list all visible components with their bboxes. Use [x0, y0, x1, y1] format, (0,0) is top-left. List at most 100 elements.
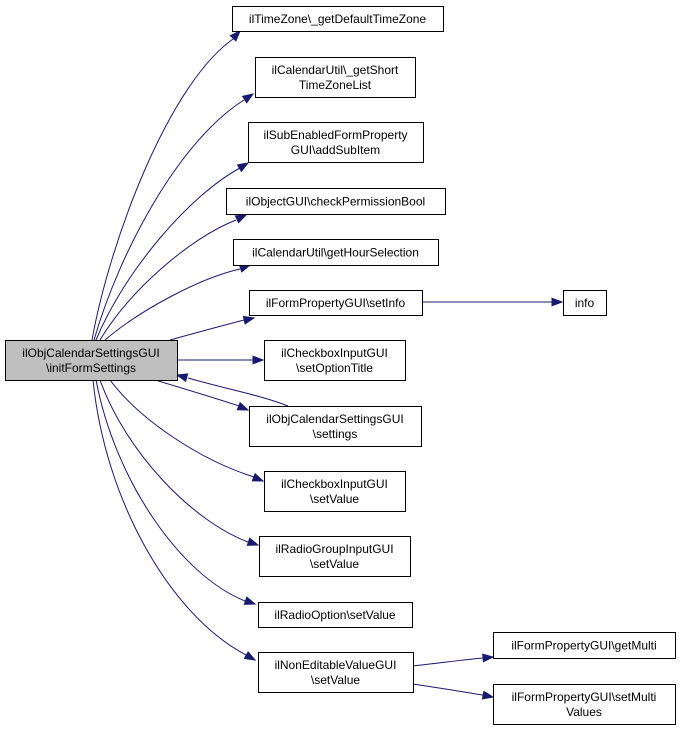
edge-setinfo-to-info — [422, 297, 564, 307]
node-label-line: GUI\addSubItem — [291, 143, 380, 157]
edge-root-to-addsub — [95, 162, 250, 341]
edge-arrowhead — [229, 29, 241, 42]
node-box — [563, 290, 607, 316]
node-radiogrp[interactable]: ilRadioGroupInputGUI\setValue — [259, 536, 411, 577]
edge-root-to-radiogrp — [99, 379, 260, 546]
node-label-line: ilObjCalendarSettingsGUI — [266, 412, 403, 426]
edge-arrowhead — [252, 355, 265, 365]
node-label-line: ilCalendarUtil\getHourSelection — [252, 246, 419, 260]
node-box — [264, 471, 406, 512]
edge-root-to-cbval — [109, 379, 265, 482]
node-label-line: ilCalendarUtil\_getShort — [272, 63, 399, 77]
node-cbval[interactable]: ilCheckboxInputGUI\setValue — [264, 471, 406, 512]
edge-line — [412, 657, 484, 667]
node-perm[interactable]: ilObjectGUI\checkPermissionBool — [226, 188, 446, 215]
node-box — [255, 57, 416, 98]
edge-root-to-shorttz — [93, 93, 255, 341]
edge-line — [93, 99, 245, 341]
node-setinfo[interactable]: ilFormPropertyGUI\setInfo — [249, 290, 423, 316]
edge-arrowhead — [236, 162, 250, 173]
edge-root-to-tz — [91, 29, 241, 341]
node-label-line: \setValue — [310, 557, 359, 571]
node-box — [258, 652, 414, 693]
node-settings[interactable]: ilObjCalendarSettingsGUI\settings — [249, 406, 422, 447]
node-label-line: Values — [566, 705, 602, 719]
node-box — [249, 406, 422, 447]
edge-arrowhead — [551, 297, 564, 307]
node-label-line: ilObjCalendarSettingsGUI — [22, 346, 159, 360]
edge-arrowhead — [236, 401, 250, 411]
node-box — [233, 239, 439, 266]
nodes-layer: ilObjCalendarSettingsGUI\initFormSetting… — [5, 6, 676, 725]
node-label-line: \initFormSettings — [46, 361, 136, 375]
edge-arrowhead — [234, 214, 248, 224]
node-hour[interactable]: ilCalendarUtil\getHourSelection — [233, 239, 439, 266]
node-opttitle[interactable]: ilCheckboxInputGUI\setOptionTitle — [264, 340, 406, 381]
edge-root-to-setinfo — [169, 315, 256, 341]
node-box — [259, 536, 411, 577]
edge-root-to-perm — [99, 214, 248, 341]
edge-root-to-noneditable — [92, 379, 257, 661]
node-label-line: ilCheckboxInputGUI — [281, 477, 388, 491]
edge-root-to-radioopt — [95, 379, 257, 605]
node-box — [5, 340, 178, 381]
edge-noneditable-to-getmulti — [412, 653, 495, 667]
node-label-line: \setOptionTitle — [296, 361, 373, 375]
node-label-line: ilFormPropertyGUI\getMulti — [511, 639, 656, 653]
node-radioopt[interactable]: ilRadioOption\setValue — [258, 602, 413, 628]
edge-line — [99, 379, 249, 543]
edge-line — [169, 319, 245, 341]
node-box — [249, 290, 423, 316]
edge-line — [104, 268, 241, 341]
node-info[interactable]: info — [563, 290, 607, 316]
node-label-line: TimeZoneList — [299, 78, 372, 92]
node-label-line: info — [575, 296, 595, 310]
edge-settings-to-root — [175, 373, 289, 407]
node-label-line: ilSubEnabledFormProperty — [263, 128, 407, 142]
node-label-line: ilCheckboxInputGUI — [281, 346, 388, 360]
edge-root-to-opttitle — [177, 355, 265, 365]
node-box — [264, 340, 406, 381]
edge-arrowhead — [251, 472, 265, 482]
edge-arrowhead — [243, 650, 257, 661]
node-box — [248, 122, 424, 163]
edge-arrowhead — [242, 315, 256, 325]
node-tz[interactable]: ilTimeZone\_getDefaultTimeZone — [232, 6, 444, 32]
node-getmulti[interactable]: ilFormPropertyGUI\getMulti — [493, 632, 676, 659]
edge-arrowhead — [246, 537, 260, 546]
node-label-line: ilFormPropertyGUI\setMulti — [512, 690, 657, 704]
edge-noneditable-to-setmulti — [412, 683, 495, 700]
node-box — [493, 632, 676, 659]
node-box — [258, 602, 413, 628]
node-box — [493, 684, 676, 725]
edge-root-to-settings — [154, 379, 250, 411]
node-label-line: \setValue — [310, 492, 359, 506]
node-noneditable[interactable]: ilNonEditableValueGUI\setValue — [258, 652, 414, 693]
edge-arrowhead — [175, 373, 189, 383]
edge-line — [95, 167, 241, 341]
node-root[interactable]: ilObjCalendarSettingsGUI\initFormSetting… — [5, 340, 178, 381]
edge-line — [109, 379, 255, 478]
node-label-line: \settings — [313, 427, 358, 441]
edge-arrowhead — [482, 653, 495, 663]
edge-arrowhead — [241, 93, 255, 104]
node-box — [226, 188, 446, 215]
edges-layer — [91, 29, 564, 700]
node-label-line: ilRadioOption\setValue — [274, 608, 396, 622]
node-label-line: ilTimeZone\_getDefaultTimeZone — [249, 12, 427, 26]
node-label-line: \setValue — [311, 673, 360, 687]
edge-arrowhead — [481, 690, 495, 700]
edge-arrowhead — [243, 596, 257, 605]
edge-line — [154, 379, 240, 407]
node-label-line: ilObjectGUI\checkPermissionBool — [246, 195, 425, 209]
edge-line — [91, 36, 237, 341]
node-label-line: ilFormPropertyGUI\setInfo — [266, 296, 406, 310]
edge-line — [95, 379, 246, 602]
edge-root-to-hour — [104, 264, 252, 341]
node-label-line: ilRadioGroupInputGUI — [275, 542, 393, 556]
edge-line — [99, 219, 237, 341]
